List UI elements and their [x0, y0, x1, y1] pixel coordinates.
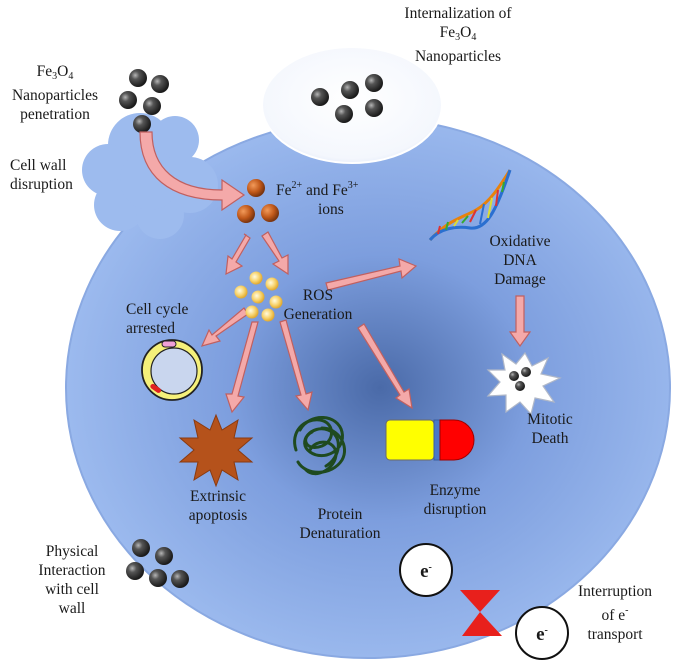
interruption-bowtie-icon	[460, 590, 502, 636]
ions-sup3: 3+	[347, 180, 359, 191]
mitotic-death-label: Mitotic Death	[510, 410, 590, 448]
physical-line3: with cell	[45, 581, 99, 598]
internalization-line3: Nanoparticles	[414, 48, 502, 65]
arrow-ros-to-protein	[279, 319, 313, 412]
penetration-line2: Nanoparticles	[11, 87, 99, 104]
electron-e: e	[420, 561, 429, 582]
cell-cycle-line1: Cell cycle	[126, 301, 189, 318]
electron-e: e	[536, 624, 545, 645]
cell-wall-disruption-label: Cell wall disruption	[10, 156, 110, 194]
nanoparticles-penetration	[119, 69, 169, 133]
cell-cycle-icon	[141, 339, 203, 401]
ros-line2: Generation	[283, 306, 353, 323]
electron-lower-label: e-	[522, 619, 562, 647]
enzyme-capsule-icon	[385, 419, 475, 461]
ions-label: Fe2+ and Fe3+ ions	[276, 176, 396, 219]
ions-sup2: 2+	[291, 180, 303, 191]
arrow-ros-to-enzyme	[357, 323, 413, 410]
formula-fe: Fe	[36, 63, 53, 80]
ros-line1: ROS	[302, 287, 334, 304]
arrows	[200, 231, 532, 414]
mitotic-particles	[509, 367, 531, 391]
interruption-line2: of e-	[560, 601, 670, 625]
interruption-line3: transport	[587, 626, 643, 643]
apoptosis-starburst-icon	[178, 413, 254, 488]
oxidative-line1: Oxidative	[489, 233, 551, 250]
electron-sup: -	[428, 562, 432, 573]
interruption-sup: -	[625, 605, 629, 616]
enzyme-disruption-label: Enzyme disruption	[400, 481, 510, 519]
internalization-line1: Internalization of	[404, 5, 512, 22]
extrinsic-line1: Extrinsic	[190, 488, 246, 505]
arrow-ions-to-ros-left	[225, 233, 251, 276]
formula-o: O	[460, 24, 472, 41]
ions-line2: ions	[318, 201, 344, 218]
extrinsic-apoptosis-label: Extrinsic apoptosis	[170, 487, 266, 525]
formula-sub3: 3	[52, 71, 58, 82]
penetration-line3: penetration	[20, 106, 90, 123]
arrow-ros-to-cell-cycle	[200, 307, 249, 347]
oxidative-line2: DNA	[503, 252, 537, 269]
formula-sub3: 3	[455, 32, 461, 43]
interruption-of: of e	[601, 607, 626, 624]
cell-cycle-line2: arrested	[126, 320, 176, 337]
mitotic-line2: Death	[531, 430, 569, 447]
enzyme-line2: disruption	[423, 501, 487, 518]
oxidative-dna-label: Oxidative DNA Damage	[470, 232, 570, 289]
electron-sup: -	[544, 625, 548, 636]
nanoparticles-cell-wall	[126, 539, 189, 588]
ions-and-fe: and Fe	[302, 182, 348, 199]
internalization-formula: Fe3O4	[378, 23, 538, 47]
interruption-label: Interruption of e- transport	[560, 582, 670, 644]
physical-line4: wall	[58, 600, 86, 617]
dna-helix-icon	[428, 169, 512, 242]
formula-o: O	[57, 63, 69, 80]
internalization-label: Internalization of Fe3O4 Nanoparticles	[378, 4, 538, 66]
internalization-vesicle	[261, 46, 443, 164]
cell-wall-line2: disruption	[10, 176, 73, 193]
protein-tangle-icon	[293, 416, 346, 476]
extrinsic-line2: apoptosis	[188, 507, 248, 524]
interruption-line1: Interruption	[577, 583, 653, 600]
formula-fe: Fe	[439, 24, 456, 41]
cell-cycle-label: Cell cycle arrested	[126, 300, 226, 338]
arrow-ros-to-apoptosis	[225, 321, 259, 414]
nanoparticles-vesicle	[311, 74, 383, 123]
physical-line2: Interaction	[38, 562, 106, 579]
penetration-formula: Fe3O4	[0, 62, 110, 86]
arrow-ros-to-dna	[325, 258, 418, 291]
oxidative-line3: Damage	[494, 271, 546, 288]
physical-interaction-label: Physical Interaction with cell wall	[22, 542, 122, 618]
ions-line1: Fe2+ and Fe3+	[276, 176, 396, 200]
formula-sub4: 4	[68, 71, 74, 82]
enzyme-line1: Enzyme	[429, 482, 481, 499]
electron-lower	[515, 606, 569, 660]
arrow-dna-to-mitotic	[508, 295, 532, 348]
ros-balls	[234, 271, 283, 322]
formula-sub4: 4	[471, 32, 477, 43]
physical-line1: Physical	[45, 543, 99, 560]
ions-fe: Fe	[276, 182, 292, 199]
electron-upper	[399, 543, 453, 597]
arrow-ions-to-ros-right	[261, 231, 289, 276]
protein-line2: Denaturation	[299, 525, 381, 542]
penetration-arrow	[139, 131, 246, 212]
protein-denaturation-label: Protein Denaturation	[280, 505, 400, 543]
electron-upper-label: e-	[406, 556, 446, 584]
cell-wall-line1: Cell wall	[10, 157, 67, 174]
penetration-label: Fe3O4 Nanoparticles penetration	[0, 62, 110, 124]
mitotic-line1: Mitotic	[527, 411, 573, 428]
protein-line1: Protein	[317, 506, 363, 523]
iron-ions	[237, 179, 279, 223]
ros-label: ROS Generation	[270, 286, 366, 324]
